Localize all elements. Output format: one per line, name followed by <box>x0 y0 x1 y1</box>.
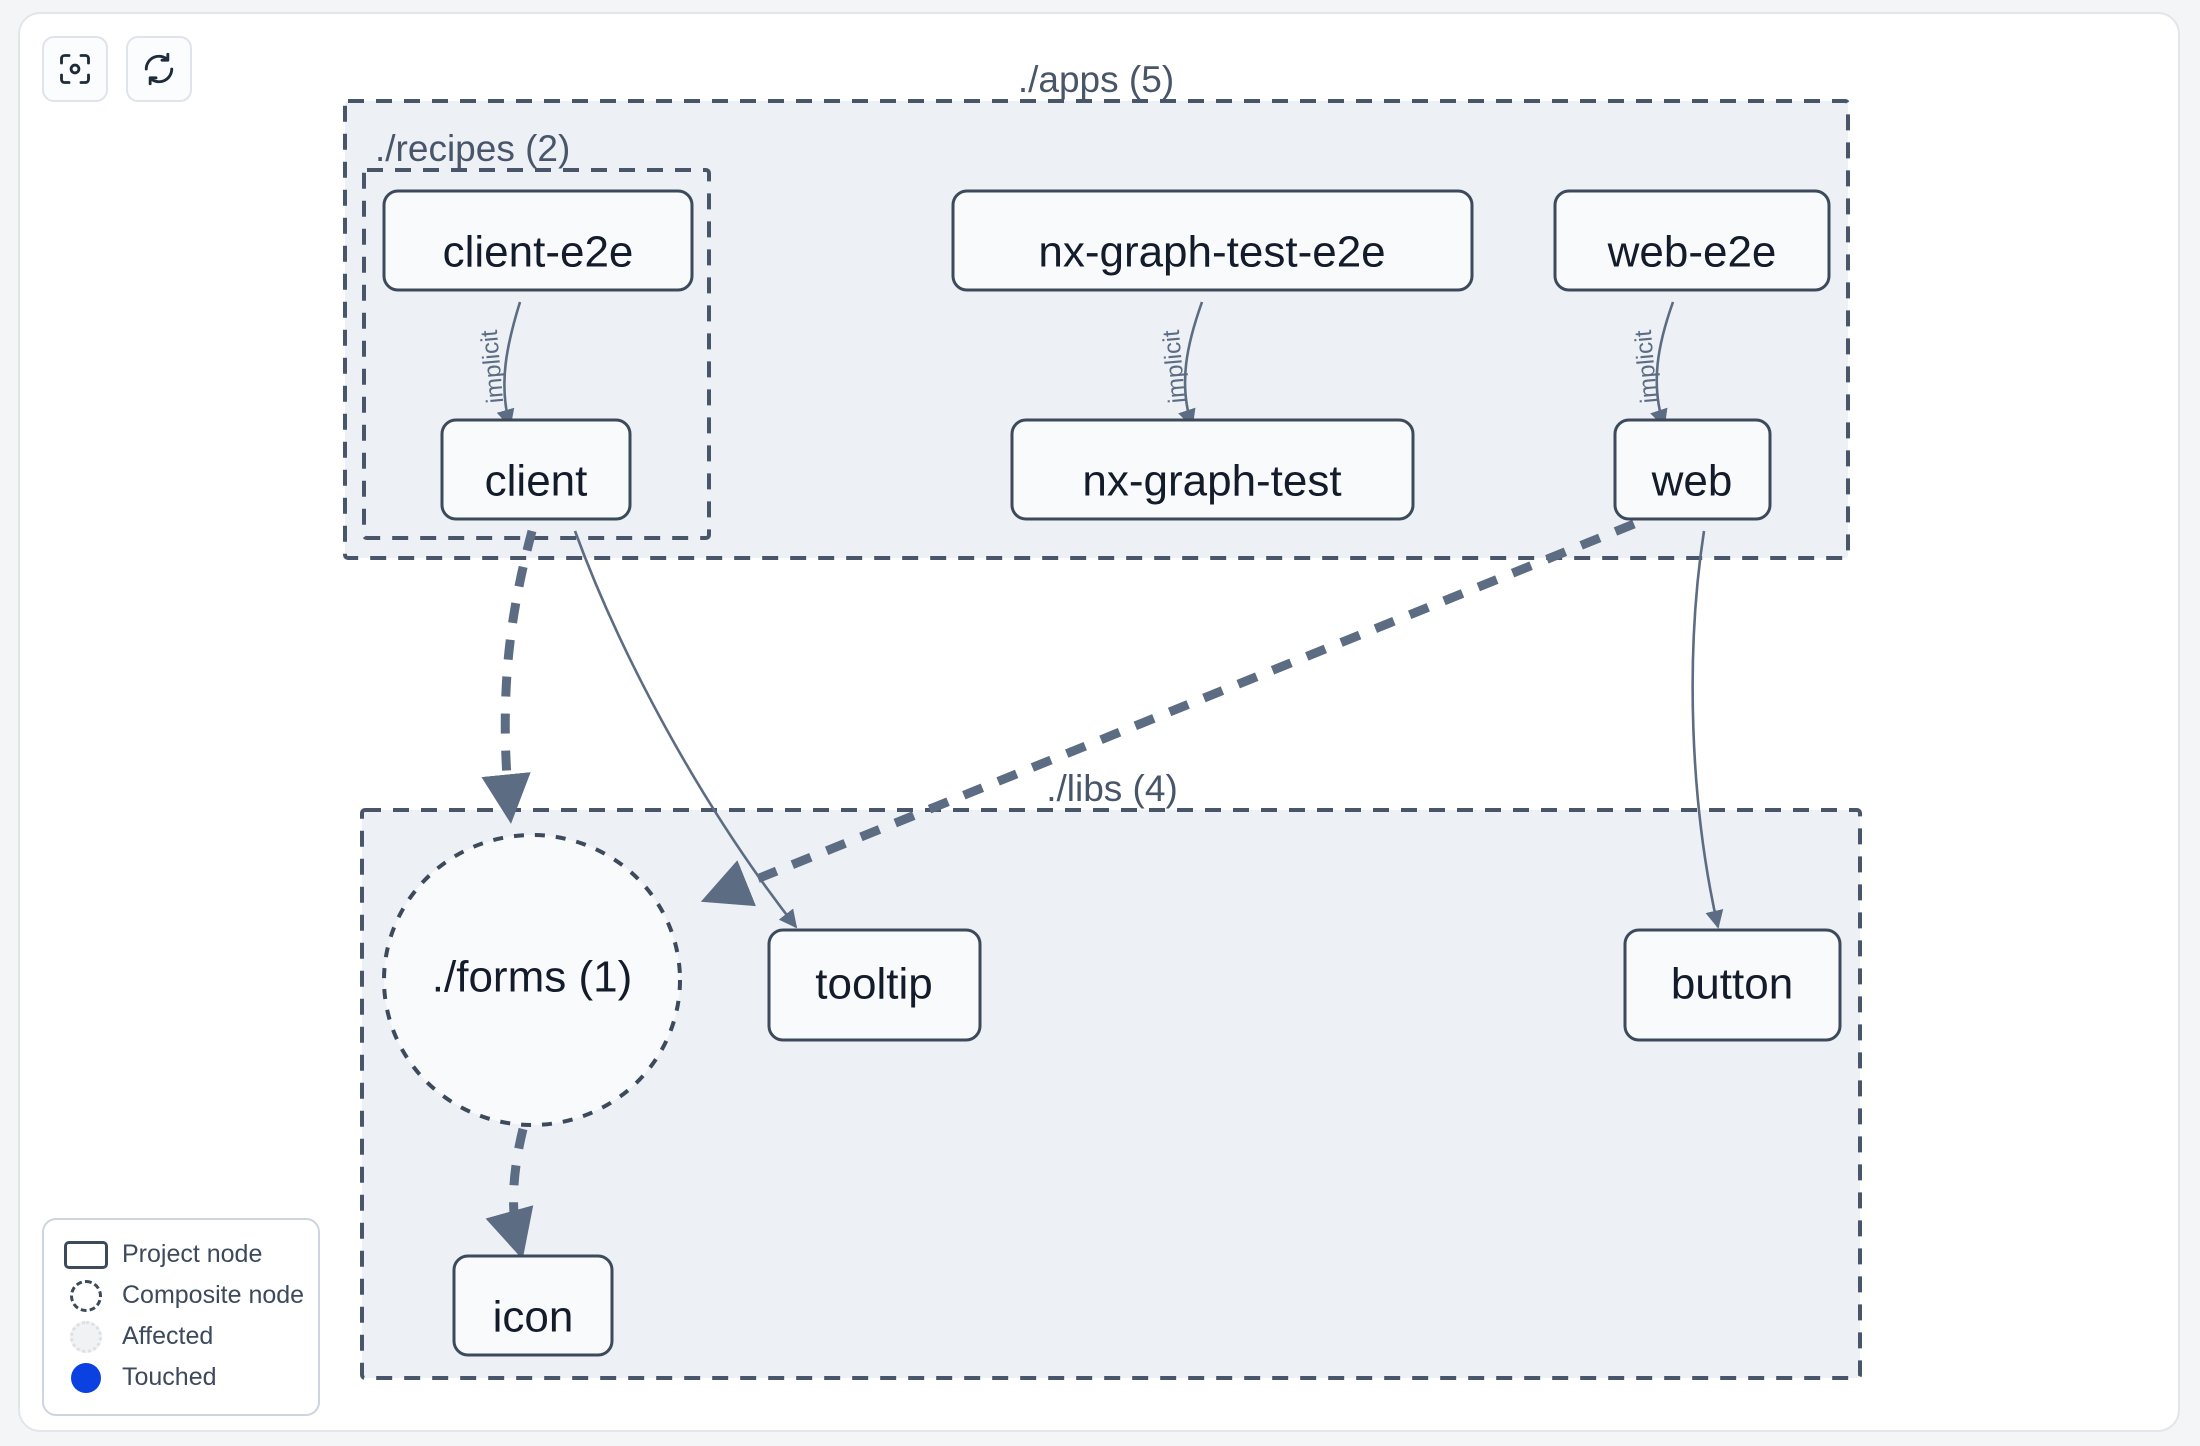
node-label: nx-graph-test <box>1082 457 1341 506</box>
graph-toolbar <box>42 36 192 102</box>
node-box[interactable] <box>1010 418 1415 521</box>
node-label: ./forms (1) <box>432 953 632 1002</box>
node-box[interactable] <box>382 189 694 292</box>
legend-label: Affected <box>122 1322 214 1350</box>
edge-label-implicit: implicit <box>1158 329 1191 405</box>
edge-line <box>496 301 522 428</box>
graph-legend: Project node Composite node Affected Tou… <box>42 1218 320 1416</box>
edge-label-implicit: implicit <box>476 329 509 405</box>
node-box[interactable] <box>452 1254 614 1357</box>
node-label: button <box>1671 960 1793 1009</box>
node-box[interactable] <box>1623 928 1842 1042</box>
group-recipes-label: ./recipes (2) <box>375 128 570 169</box>
edge-nx-graph-test-e2e-to-nx-graph-test[interactable]: implicit <box>1158 301 1204 428</box>
node-label: client <box>485 457 588 506</box>
edge-label-implicit: implicit <box>1630 329 1663 405</box>
edge-web-e2e-to-web[interactable]: implicit <box>1630 301 1675 428</box>
node-tooltip[interactable]: tooltip <box>767 928 982 1042</box>
touched-swatch <box>60 1362 112 1393</box>
legend-label: Project node <box>122 1240 263 1268</box>
group-libs-label: ./libs (4) <box>1046 768 1178 809</box>
node-box[interactable] <box>951 189 1474 292</box>
edge-forms-to-icon[interactable] <box>485 1127 534 1260</box>
group-libs[interactable]: ./libs (4) <box>360 768 1862 1380</box>
node-button[interactable]: button <box>1623 928 1842 1042</box>
node-icon[interactable]: icon <box>452 1254 614 1357</box>
node-label: web-e2e <box>1607 228 1777 277</box>
node-box[interactable] <box>1613 418 1772 521</box>
node-label: nx-graph-test-e2e <box>1038 228 1385 277</box>
project-node-swatch <box>60 1240 112 1269</box>
node-nx-graph-test-e2e[interactable]: nx-graph-test-e2e <box>951 189 1474 292</box>
affected-swatch <box>60 1320 112 1353</box>
legend-item-composite-node: Composite node <box>60 1275 305 1316</box>
edge-client-e2e-to-client[interactable]: implicit <box>476 301 522 428</box>
group-apps-label: ./apps (5) <box>1018 59 1174 100</box>
focus-target-icon <box>57 51 93 87</box>
legend-item-affected: Affected <box>60 1316 302 1357</box>
refresh-graph-button[interactable] <box>126 36 192 102</box>
node-box[interactable] <box>1553 189 1831 292</box>
edge-web-to-forms[interactable] <box>700 519 1636 907</box>
edge-line <box>700 519 1636 907</box>
edge-line <box>1178 301 1204 428</box>
node-box[interactable] <box>767 928 982 1042</box>
edge-client-to-forms[interactable] <box>481 529 537 824</box>
edge-line <box>1691 530 1724 929</box>
legend-item-touched: Touched <box>60 1357 302 1398</box>
node-nx-graph-test[interactable]: nx-graph-test <box>1010 418 1415 521</box>
group-libs-box[interactable] <box>360 808 1862 1380</box>
node-label: client-e2e <box>443 228 634 277</box>
project-graph-card: ./apps (5) ./recipes (2) ./libs (4) impl… <box>18 12 2180 1432</box>
node-client[interactable]: client <box>440 418 632 521</box>
refresh-icon <box>141 51 177 87</box>
node-web[interactable]: web <box>1613 418 1772 521</box>
graph-canvas[interactable]: ./apps (5) ./recipes (2) ./libs (4) impl… <box>20 14 2180 1432</box>
composite-node-circle[interactable] <box>382 833 682 1127</box>
edge-line <box>1650 301 1675 428</box>
focus-graph-button[interactable] <box>42 36 108 102</box>
node-label: icon <box>493 1293 574 1342</box>
node-web-e2e[interactable]: web-e2e <box>1553 189 1831 292</box>
node-label: tooltip <box>815 960 932 1009</box>
legend-label: Composite node <box>122 1281 305 1309</box>
legend-label: Touched <box>122 1363 217 1391</box>
node-box[interactable] <box>440 418 632 521</box>
edge-web-to-button[interactable] <box>1691 530 1724 929</box>
node-label: web <box>1651 457 1733 506</box>
edge-line <box>485 1127 534 1260</box>
node-client-e2e[interactable]: client-e2e <box>382 189 694 292</box>
node-forms[interactable]: ./forms (1) <box>382 833 682 1127</box>
legend-item-project-node: Project node <box>60 1234 302 1275</box>
edge-line <box>481 529 537 824</box>
composite-node-swatch <box>60 1279 112 1312</box>
